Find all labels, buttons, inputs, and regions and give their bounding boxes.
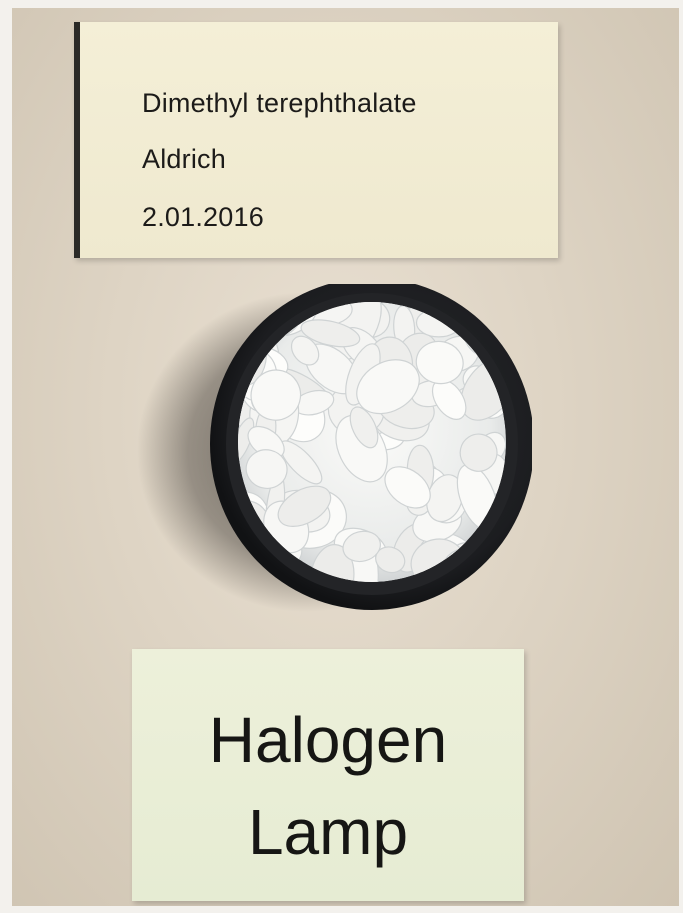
sample-label: Dimethyl terephthalate Aldrich 2.01.2016 — [74, 22, 558, 258]
flake — [342, 530, 381, 563]
vial-with-flakes — [137, 284, 532, 612]
lamp-label: Halogen Lamp — [132, 649, 524, 901]
flake — [238, 417, 255, 464]
flake — [415, 340, 464, 385]
flake — [300, 319, 361, 348]
flake — [250, 369, 302, 421]
supplier-name: Aldrich — [142, 144, 226, 174]
flake — [290, 335, 320, 366]
flake — [349, 406, 379, 449]
flake — [459, 433, 498, 472]
flake — [384, 466, 431, 509]
flake — [277, 485, 332, 528]
flake — [356, 359, 420, 415]
compound-name: Dimethyl terephthalate — [142, 88, 417, 118]
flake — [245, 449, 288, 489]
lamp-label-line2: Lamp — [247, 796, 409, 868]
photograph: Dimethyl terephthalate Aldrich 2.01.2016 — [12, 8, 679, 906]
lamp-label-line1: Halogen — [208, 704, 448, 776]
date-text: 2.01.2016 — [142, 202, 264, 232]
